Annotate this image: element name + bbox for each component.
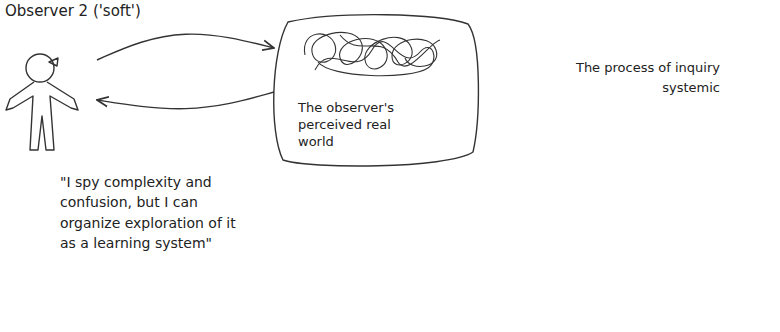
observer-quote: "I spy complexity and confusion, but I c… bbox=[60, 172, 252, 253]
observer-heading: Observer 2 ('soft') bbox=[5, 2, 141, 22]
blob-outline-path bbox=[274, 15, 479, 166]
perceived-world-blob: The observer's perceived real world bbox=[268, 12, 483, 170]
observer-body bbox=[6, 82, 78, 150]
observer-head bbox=[26, 54, 54, 82]
observer-eye bbox=[49, 58, 58, 66]
observer-figure: Observer 2 ('soft') bbox=[0, 30, 95, 155]
complexity-scribble bbox=[304, 32, 440, 75]
note-text: The process of inquiry systemic bbox=[548, 58, 720, 97]
blob-text: The observer's perceived real world bbox=[298, 100, 423, 151]
feedback-arrow bbox=[97, 92, 274, 109]
feedback-arrow bbox=[97, 34, 274, 60]
